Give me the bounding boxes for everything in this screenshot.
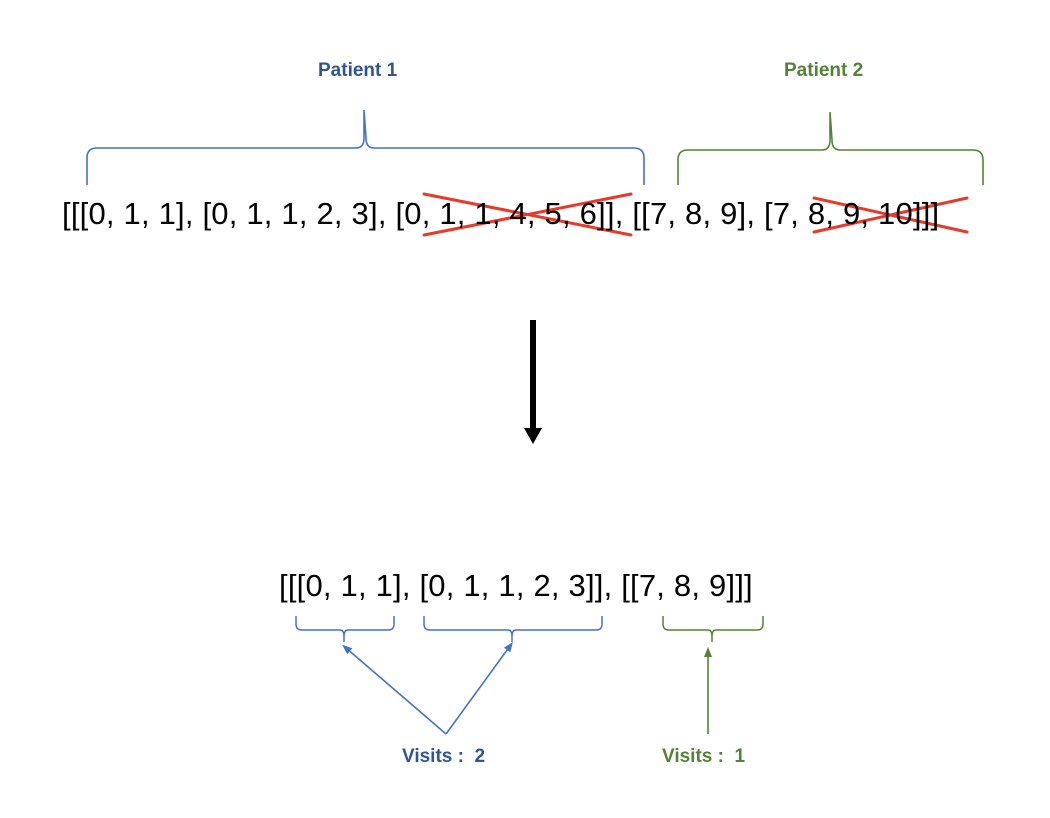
patient2-brace <box>677 111 984 185</box>
filtered-sequence: [[[0, 1, 1], [0, 1, 1, 2, 3]], [[7, 8, 9… <box>279 568 753 603</box>
p2-open-bracket: [ <box>632 196 642 231</box>
separator: , <box>746 196 765 231</box>
arrow-visits2-to-v2 <box>445 641 513 735</box>
strike-cross-patient1-visit3 <box>422 192 633 237</box>
p2-visit2-removed: [7, 8, 9, 10] <box>764 196 922 231</box>
original-sequence: [[[0, 1, 1], [0, 1, 1, 2, 3], [0, 1, 1, … <box>62 196 939 232</box>
p1-visit3-removed: [0, 1, 1, 4, 5, 6] <box>395 196 606 231</box>
p1-visit1: [0, 1, 1] <box>79 196 185 231</box>
p1-close-bracket: ] <box>605 196 615 231</box>
seq-open-bracket: [[ <box>62 196 80 231</box>
visits-count-patient2: Visits : 1 <box>662 746 746 767</box>
visit-brace-p1-v2 <box>423 616 603 642</box>
p2-visit1: [7, 8, 9] <box>641 196 747 231</box>
strike-cross-patient2-visit2 <box>812 196 969 234</box>
arrow-down-icon <box>524 320 542 444</box>
seq-close-bracket: ]] <box>921 196 940 231</box>
visits-count-patient1: Visits : 2 <box>402 746 486 767</box>
p1-visit2: [0, 1, 1, 2, 3] <box>202 196 378 231</box>
patient1-brace <box>86 109 645 185</box>
arrow-visits2-to-v1 <box>342 644 447 735</box>
separator: , <box>614 196 633 231</box>
separator: , <box>184 196 203 231</box>
patient1-label: Patient 1 <box>318 60 398 81</box>
visit-brace-p1-v1 <box>295 616 395 642</box>
visit-brace-p2-v1 <box>662 616 764 642</box>
patient2-label: Patient 2 <box>784 60 864 81</box>
separator: , <box>377 196 396 231</box>
